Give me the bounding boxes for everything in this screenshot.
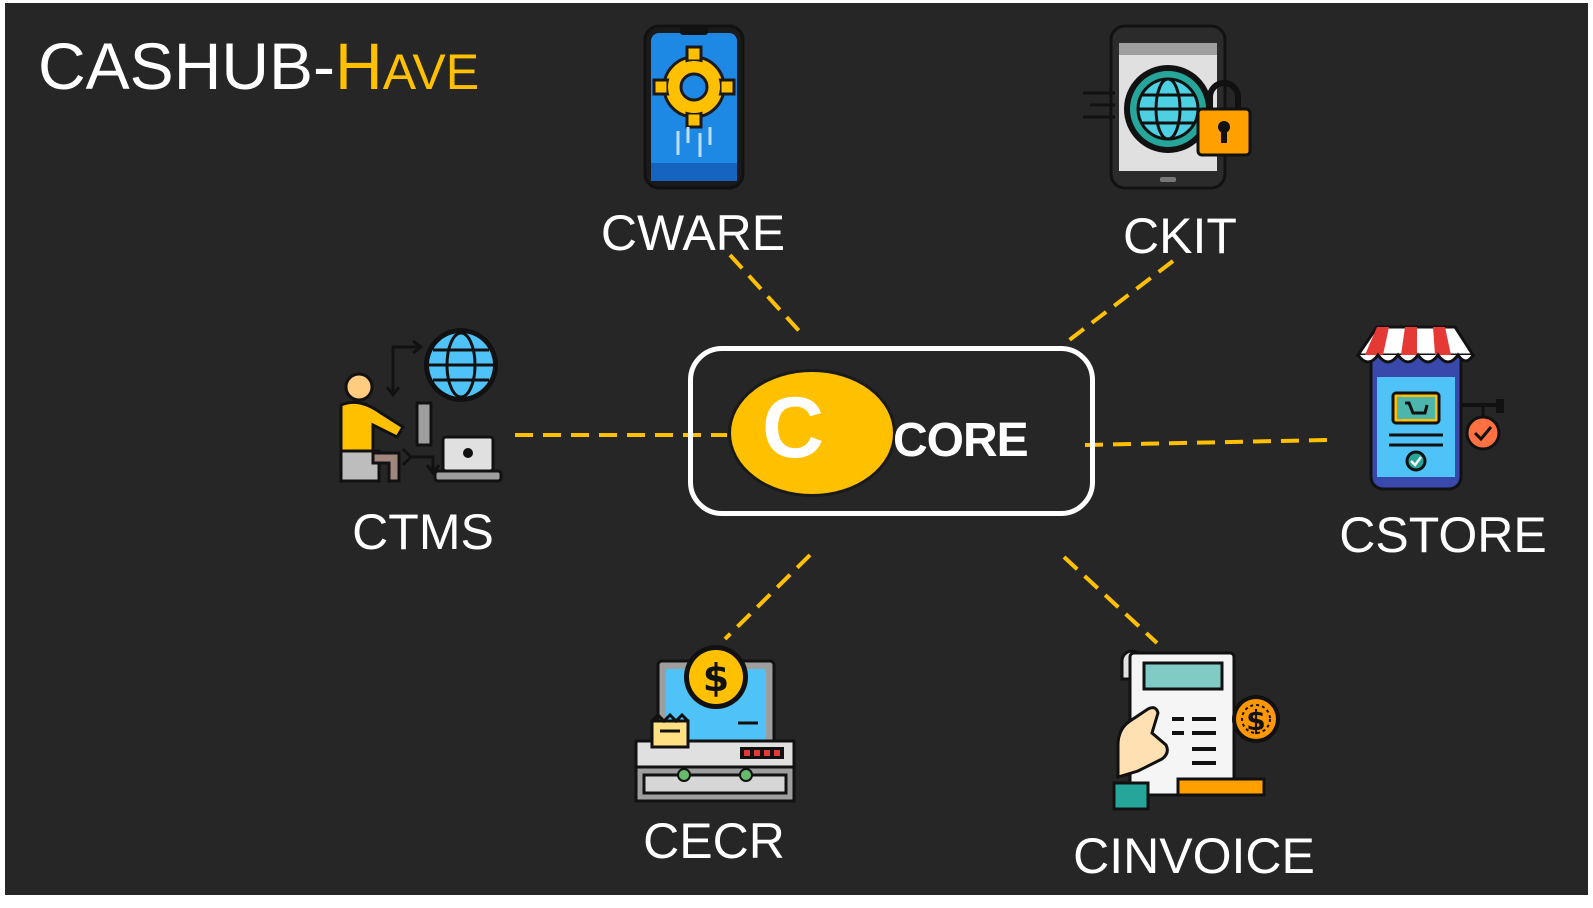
connector-cecr (723, 553, 812, 641)
core-logo-circle (728, 369, 896, 497)
module-label-ckit: CKIT (1123, 208, 1237, 264)
module-label-ctms: CTMS (352, 504, 494, 560)
module-label-cstore: CSTORE (1339, 507, 1547, 563)
title-accent-initial: H (335, 29, 383, 103)
invoice-hand-dollar-icon: $ (1112, 649, 1280, 811)
title-prefix: CASHUB- (38, 29, 336, 103)
connector-lines (515, 253, 1328, 645)
title-accent-rest: AVE (382, 44, 480, 100)
mobile-store-icon (1355, 325, 1504, 491)
connector-cstore (1084, 438, 1328, 447)
module-label-cware: CWARE (600, 205, 786, 261)
module-label-cecr: CECR (643, 813, 785, 869)
diagram-title: CASHUB-HAVE (38, 33, 479, 99)
phone-gear-icon (643, 24, 745, 190)
core-logo-letter: C (761, 380, 825, 476)
person-laptop-globe-icon (339, 328, 503, 483)
core-label: CORE (893, 414, 1029, 467)
cash-register-icon: $ (634, 645, 796, 803)
svg-text:$: $ (1246, 704, 1265, 737)
module-label-cinvoice: CINVOICE (1073, 828, 1315, 884)
diagram-canvas: CASHUB-HAVE C CORE CWARE (5, 3, 1588, 895)
svg-text:$: $ (703, 656, 729, 700)
connector-cware (728, 253, 803, 335)
connector-cinvoice (1062, 555, 1159, 645)
tablet-globe-lock-icon (1083, 24, 1252, 190)
core-box (688, 346, 1095, 516)
connector-ckit (1066, 259, 1175, 343)
